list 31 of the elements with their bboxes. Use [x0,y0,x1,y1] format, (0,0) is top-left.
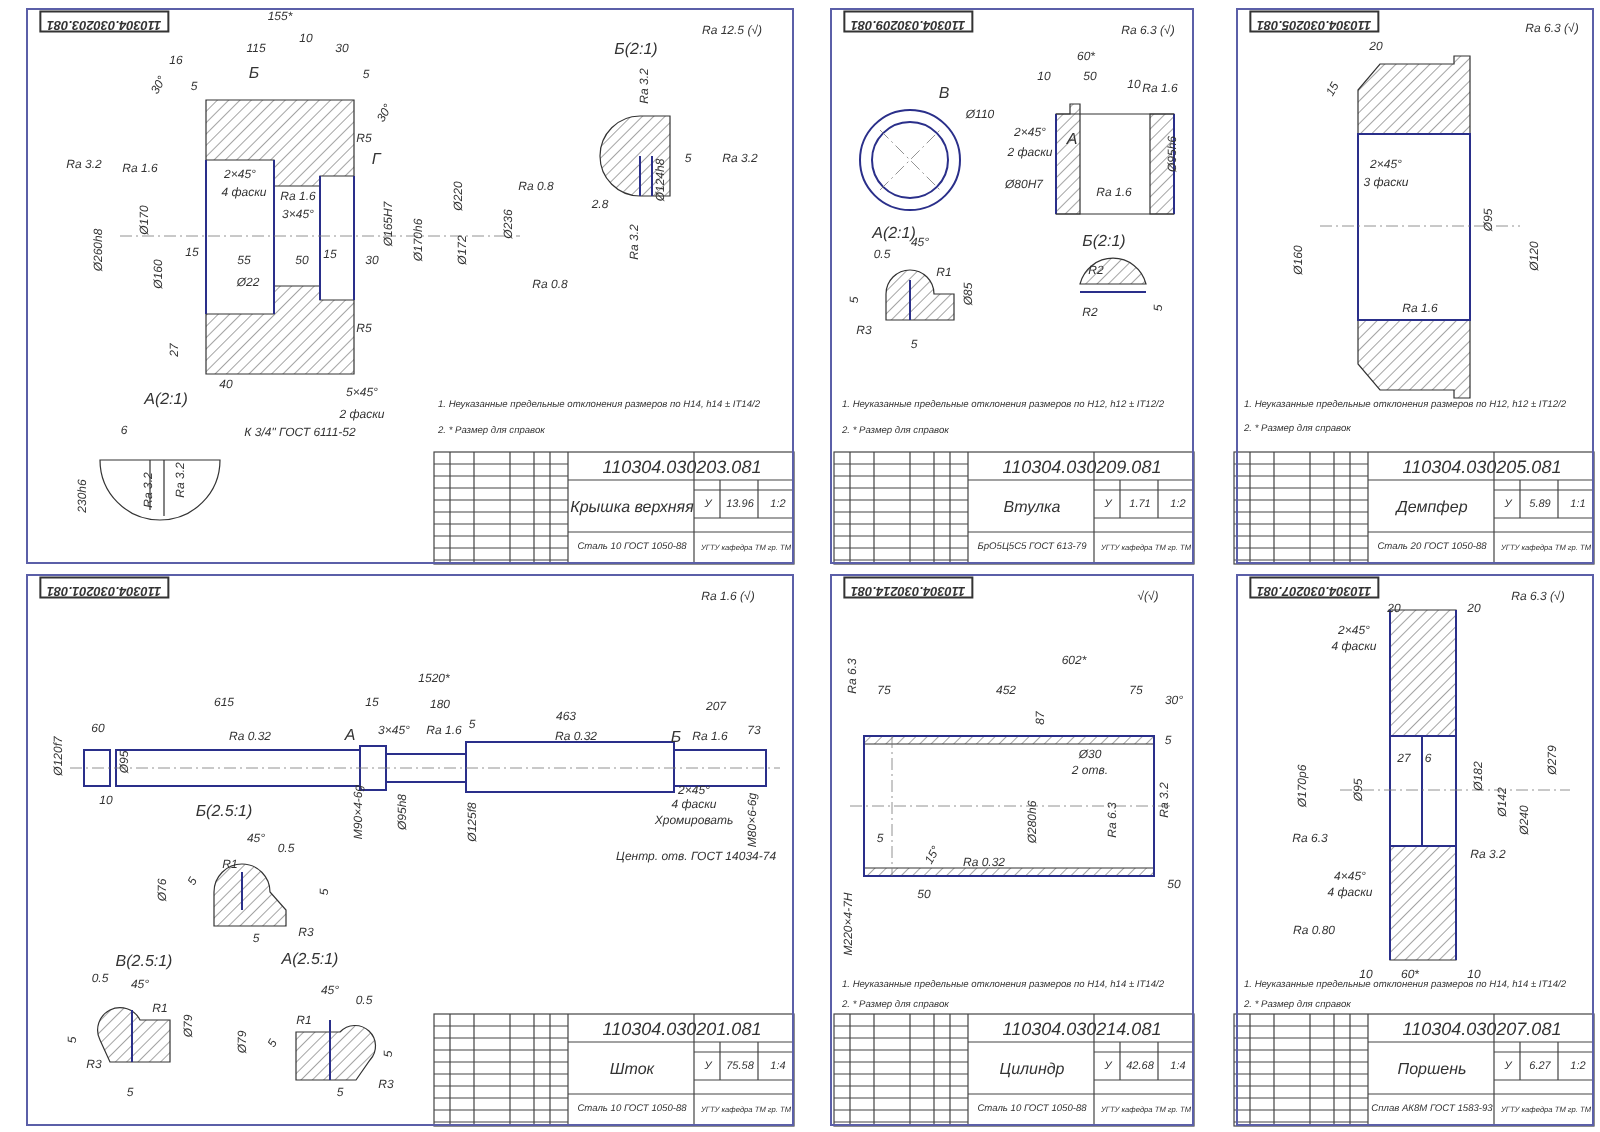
drawing-sheet [26,574,794,1126]
drawing-sheet [830,8,1194,564]
view-label: А(2:1) [872,226,916,242]
view-label: Б [670,730,682,746]
drawing-sheet [1236,8,1594,564]
drawing-number: 110304.030203.081 [602,459,762,477]
drawing-sheet [830,574,1194,1126]
view-label: А(2.5:1) [281,952,339,968]
drawing-number: 110304.030207.081 [1402,1021,1562,1039]
view-label: В(2.5:1) [115,954,173,970]
view-label: Б(2:1) [1082,234,1126,250]
part-name: Демпфер [1396,500,1468,516]
view-label: Б [248,66,260,82]
view-label: Б(2.5:1) [195,804,253,820]
drawing-sheet [26,8,794,564]
drawing-number: 110304.030201.081 [602,1021,762,1039]
view-label: Б(2:1) [614,42,658,58]
part-name: Втулка [1003,500,1061,516]
drawing-sheet [1236,574,1594,1126]
drawing-number: 110304.030205.081 [1402,459,1562,477]
view-label: Г [371,152,381,168]
part-name: Поршень [1397,1062,1467,1078]
part-name: Шток [609,1062,655,1078]
part-name: Цилиндр [999,1062,1065,1078]
view-label: А [1066,132,1078,148]
view-label: А [344,728,356,744]
drawing-number: 110304.030214.081 [1002,1021,1162,1039]
view-label: А(2:1) [144,392,188,408]
view-label: В [938,86,950,102]
part-name: Крышка верхняя [570,500,694,516]
drawing-number: 110304.030209.081 [1002,459,1162,477]
